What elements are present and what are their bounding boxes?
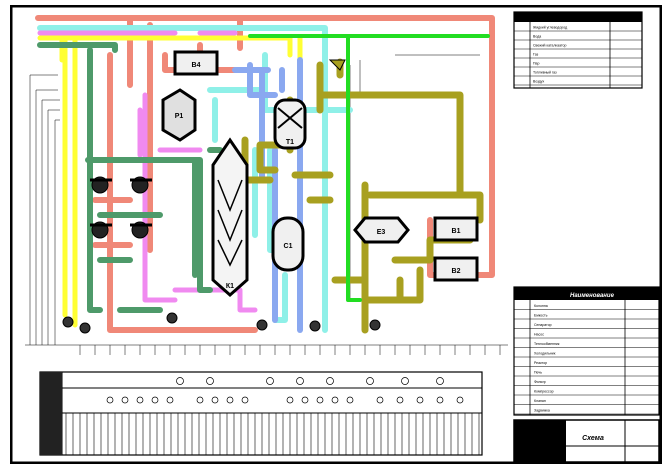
vessel-b1: В1 xyxy=(433,216,479,242)
instrument-symbol xyxy=(206,377,214,385)
instrument-symbol xyxy=(436,396,444,404)
reactor-r1: Р1 xyxy=(161,88,197,142)
instrument-symbol xyxy=(296,377,304,385)
pipeline-green xyxy=(37,42,223,313)
spec-row: Насос xyxy=(534,333,544,337)
vessel-c1: С1 xyxy=(271,216,305,272)
legend-item: Топливный газ xyxy=(533,71,557,75)
instrument-symbol xyxy=(401,377,409,385)
instrument-symbol xyxy=(331,396,339,404)
spec-row: Задвижка xyxy=(534,409,550,413)
instrument-symbol xyxy=(151,396,159,404)
instrument-symbol xyxy=(396,396,404,404)
vessel-e3: Е3 xyxy=(353,216,410,244)
svg-text:Р1: Р1 xyxy=(175,113,184,120)
pipeline-lime xyxy=(248,34,490,302)
spec-row: Реактор xyxy=(534,361,547,365)
instrument-symbol xyxy=(456,396,464,404)
instrument-symbol xyxy=(211,396,219,404)
legend-item: Газ xyxy=(533,53,539,57)
column-k1: К1 xyxy=(211,137,249,298)
instrument-symbol xyxy=(316,396,324,404)
legend-item: Жидкий углеводород xyxy=(533,26,567,30)
spec-row: Компрессор xyxy=(534,390,554,394)
spec-row: Сепаратор xyxy=(534,323,552,327)
instrument-symbol xyxy=(366,377,374,385)
legend-item: Свежий катализатор xyxy=(533,44,566,48)
svg-text:В1: В1 xyxy=(452,228,461,235)
instrument-symbol xyxy=(436,377,444,385)
instrument-symbol xyxy=(196,396,204,404)
instrument-symbol xyxy=(121,396,129,404)
instrument-symbol xyxy=(266,377,274,385)
spec-row: Холодильник xyxy=(534,352,556,356)
instrument-symbol xyxy=(416,396,424,404)
valve-top xyxy=(328,59,346,71)
spec-row: Колонна xyxy=(534,304,548,308)
instrument-symbol xyxy=(301,396,309,404)
instrument-symbol xyxy=(136,396,144,404)
svg-text:В4: В4 xyxy=(192,62,201,69)
svg-text:Т1: Т1 xyxy=(286,139,294,146)
legend-item: Пар xyxy=(533,62,539,66)
instrument-symbol xyxy=(106,396,114,404)
instrument-symbol xyxy=(226,396,234,404)
spec-row: Теплообменник xyxy=(534,342,560,346)
spec-row: Фильтр xyxy=(534,380,546,384)
vessel-b2: В2 xyxy=(433,256,479,282)
spec-table: Наименование КолоннаЕмкостьСепараторНасо… xyxy=(513,286,660,416)
spec-row: Емкость xyxy=(534,314,548,318)
instrument-symbol xyxy=(241,396,249,404)
drawing-frame xyxy=(10,5,662,464)
vessel-v4: В4 xyxy=(173,50,219,76)
instrument-symbol xyxy=(376,396,384,404)
spec-row: Клапан xyxy=(534,399,546,403)
svg-text:Е3: Е3 xyxy=(377,229,386,236)
pumps-bottom xyxy=(62,312,381,334)
svg-text:С1: С1 xyxy=(284,243,293,250)
instrument-symbol xyxy=(286,396,294,404)
pipeline-magenta xyxy=(37,30,258,313)
column-t1: Т1 xyxy=(273,98,307,150)
instrument-symbol xyxy=(176,377,184,385)
title-block-title: Схема xyxy=(582,435,604,442)
pump-group-left xyxy=(90,176,152,239)
svg-text:К1: К1 xyxy=(226,283,234,290)
control-table xyxy=(39,371,483,456)
instrument-symbol xyxy=(166,396,174,404)
instrument-symbol xyxy=(326,377,334,385)
spec-table-title: Наименование xyxy=(570,293,615,299)
title-block: Схема xyxy=(513,419,660,463)
svg-text:В2: В2 xyxy=(452,268,461,275)
instrument-symbol xyxy=(346,396,354,404)
spec-row: Печь xyxy=(534,371,542,375)
legend-item: Вода xyxy=(533,35,541,39)
legend-item: Воздух xyxy=(533,80,545,84)
